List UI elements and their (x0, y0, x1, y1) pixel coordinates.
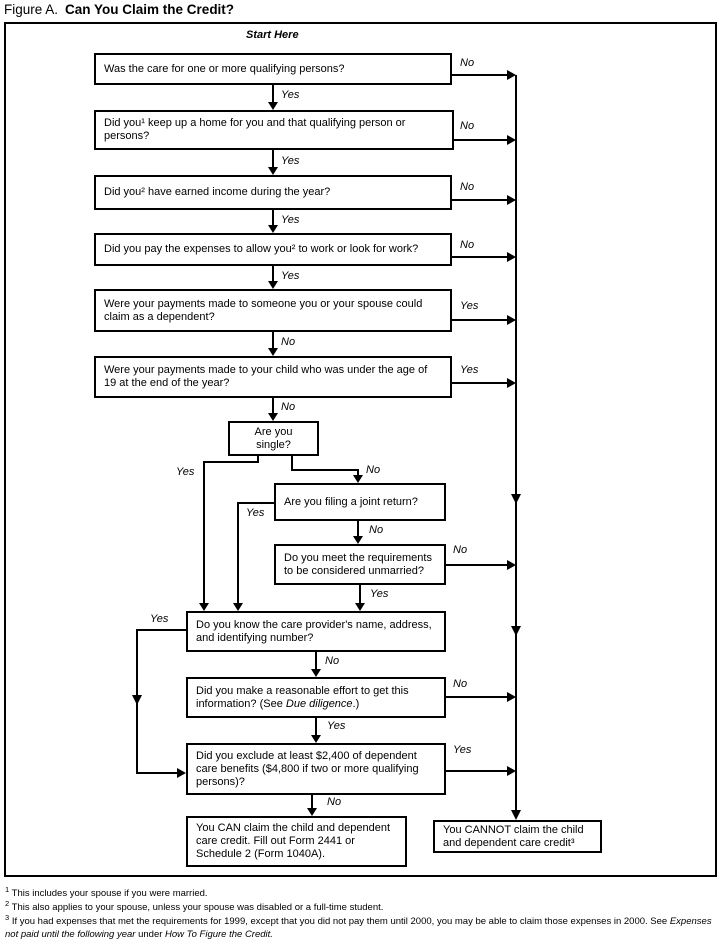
label-q8-no: No (369, 524, 384, 536)
box-q12-exclude-benefits: Did you exclude at least $2,400 of depen… (186, 743, 446, 795)
label-q7-yes: Yes (176, 466, 195, 478)
box-q7-text: Are you single? (254, 425, 293, 451)
footnote-3-marker: 3 (5, 913, 10, 922)
box-q1-qualifying-persons: Was the care for one or more qualifying … (94, 53, 452, 85)
label-q2-no: No (460, 120, 475, 132)
label-q9-yes: Yes (370, 588, 389, 600)
label-q5-no: No (281, 336, 296, 348)
box-q12-text: Did you exclude at least $2,400 of depen… (196, 749, 419, 788)
box-result-can-claim: You CAN claim the child and dependent ca… (186, 816, 407, 867)
label-q12-no: No (327, 796, 342, 808)
box-q6-payments-child-under-19: Were your payments made to your child wh… (94, 356, 452, 398)
figure-heading: Can You Claim the Credit? (65, 2, 235, 17)
box-q4-expenses-to-work: Did you pay the expenses to allow you² t… (94, 233, 452, 266)
footnote-1-text: This includes your spouse if you were ma… (11, 888, 208, 900)
label-q4-no: No (460, 239, 475, 251)
box-q4-text: Did you pay the expenses to allow you² t… (104, 243, 419, 255)
figure-title: Figure A. Can You Claim the Credit? (4, 2, 234, 17)
footnote-2: 2 This also applies to your spouse, unle… (5, 898, 717, 915)
result-can-text: You CAN claim the child and dependent ca… (196, 822, 391, 860)
footnote-2-marker: 2 (5, 899, 10, 908)
figure-label: Figure A. (4, 2, 59, 17)
box-q10-text: Do you know the care provider's name, ad… (196, 618, 432, 644)
box-q5-text: Were your payments made to someone you o… (104, 297, 423, 323)
box-q10-provider-info: Do you know the care provider's name, ad… (186, 611, 446, 652)
box-q3-text: Did you² have earned income during the y… (104, 186, 331, 198)
start-here-label: Start Here (246, 29, 299, 41)
label-q9-no: No (453, 544, 468, 556)
label-q4-yes: Yes (281, 270, 300, 282)
box-q1-text: Was the care for one or more qualifying … (104, 62, 345, 75)
box-q9-considered-unmarried: Do you meet the requirements to be consi… (274, 544, 446, 585)
label-q1-yes: Yes (281, 89, 300, 101)
box-q3-earned-income: Did you² have earned income during the y… (94, 175, 452, 210)
label-q5-yes: Yes (460, 300, 479, 312)
box-q5-payments-dependent: Were your payments made to someone you o… (94, 289, 452, 332)
box-q8-text: Are you filing a joint return? (284, 495, 418, 508)
box-q6-text: Were your payments made to your child wh… (104, 364, 428, 389)
footnote-1: 1 This includes your spouse if you were … (5, 884, 717, 901)
label-q6-yes: Yes (460, 364, 479, 376)
box-q2-text: Did you¹ keep up a home for you and that… (104, 117, 406, 142)
box-q2-keep-up-home: Did you¹ keep up a home for you and that… (94, 110, 454, 150)
footnote-3: 3 If you had expenses that met the requi… (5, 912, 717, 941)
box-q8-joint-return: Are you filing a joint return? (274, 483, 446, 521)
label-q3-yes: Yes (281, 214, 300, 226)
result-cannot-text: You CANNOT claim the child and dependent… (443, 823, 584, 849)
footnote-3-italic-ref-1: Expenses not paid until the following ye… (5, 916, 712, 940)
footnote-3-text: If you had expenses that met the require… (5, 916, 712, 940)
label-q6-no: No (281, 401, 296, 413)
label-q11-no: No (453, 678, 468, 690)
label-q12-yes: Yes (453, 744, 472, 756)
label-q11-yes: Yes (327, 720, 346, 732)
box-q11-reasonable-effort: Did you make a reasonable effort to get … (186, 677, 446, 718)
label-q10-yes: Yes (150, 613, 169, 625)
label-q7-no: No (366, 464, 381, 476)
label-q3-no: No (460, 181, 475, 193)
due-diligence-italic: Due diligence (285, 697, 353, 710)
box-q7-single: Are you single? (228, 421, 319, 456)
flowchart-frame (4, 22, 717, 877)
footnote-3-italic-ref-2: How To Figure the Credit. (165, 928, 273, 940)
box-q11-text: Did you make a reasonable effort to get … (196, 684, 409, 710)
box-result-cannot-claim: You CANNOT claim the child and dependent… (433, 820, 602, 853)
box-q9-text: Do you meet the requirements to be consi… (284, 551, 432, 577)
label-q10-no: No (325, 655, 340, 667)
label-q1-no: No (460, 57, 475, 69)
footnote-1-marker: 1 (5, 885, 10, 894)
label-q8-yes: Yes (246, 507, 265, 519)
footnote-2-text: This also applies to your spouse, unless… (11, 902, 384, 914)
label-q2-yes: Yes (281, 155, 300, 167)
